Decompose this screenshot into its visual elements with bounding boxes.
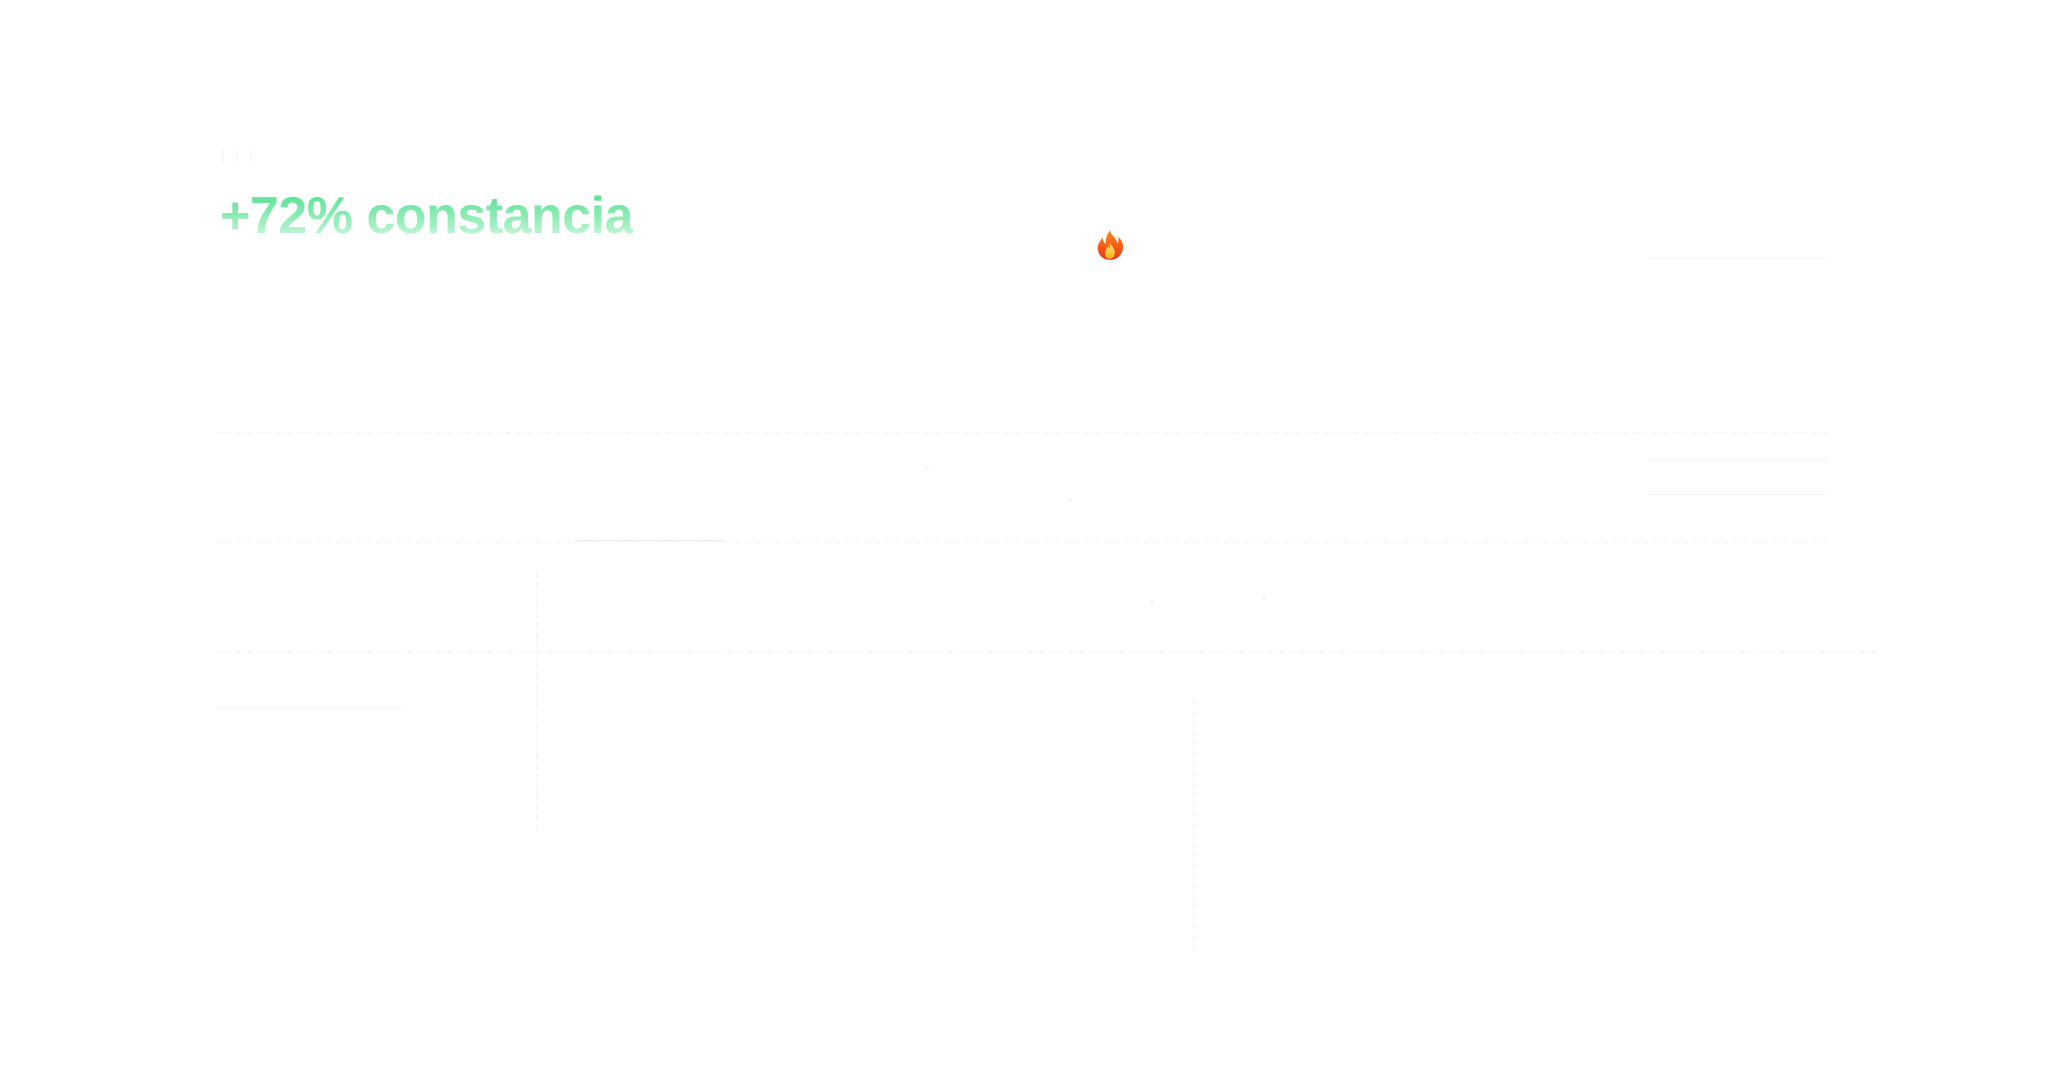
chart-point bbox=[925, 465, 929, 469]
chart-highlight-segment bbox=[574, 540, 724, 541]
divider-line bbox=[1648, 258, 1828, 259]
chart-point bbox=[1068, 497, 1072, 501]
eyebrow-tick bbox=[250, 148, 252, 164]
stat-headline: +72% constancia bbox=[220, 187, 634, 245]
legend-line bbox=[1648, 460, 1828, 461]
chart-marker-line bbox=[536, 572, 538, 830]
chart-marker-line bbox=[1193, 700, 1195, 950]
chart-point bbox=[1150, 600, 1154, 604]
eyebrow-tick bbox=[222, 148, 224, 164]
eyebrow-placeholder bbox=[222, 144, 402, 168]
eyebrow-tick bbox=[236, 148, 238, 164]
chart-gridline bbox=[216, 651, 1876, 653]
chart-gridline bbox=[216, 541, 1828, 543]
chart-gridline bbox=[216, 432, 1828, 434]
legend-line bbox=[1648, 494, 1828, 495]
fire-icon bbox=[1093, 228, 1127, 262]
chart-point bbox=[1262, 596, 1266, 600]
baseline-segment bbox=[216, 708, 402, 709]
